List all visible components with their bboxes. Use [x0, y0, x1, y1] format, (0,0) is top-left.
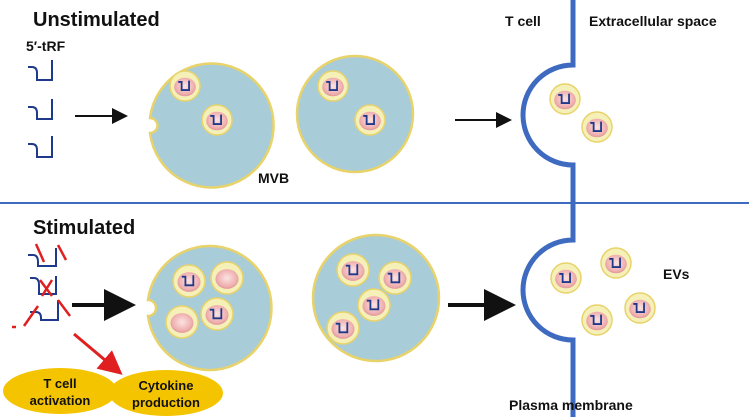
trf-cargo-icon: [209, 308, 223, 320]
effect-arrow: [73, 332, 123, 375]
trf-cargo-icon: [387, 272, 401, 284]
vesicle: [581, 111, 613, 143]
cytokine-oval: [109, 370, 223, 416]
trf-cuts: [12, 243, 71, 329]
vesicle: [169, 70, 201, 102]
vesicles: [165, 70, 656, 345]
trf-cargo-icon: [326, 80, 338, 91]
trf-cargo-icon: [181, 275, 195, 287]
stimulated-title: Stimulated: [33, 217, 135, 239]
trf-cargo-icon: [178, 80, 190, 91]
cytokine-line1: Cytokine: [139, 378, 194, 393]
mvb-top-2: [295, 54, 415, 174]
vesicle: [378, 261, 412, 295]
vesicle: [357, 288, 391, 322]
trf-label: 5′-tRF: [26, 38, 66, 54]
vesicle: [172, 264, 206, 298]
trf-cargo-icon: [559, 272, 571, 283]
trf-cargo-icon: [609, 257, 621, 268]
vesicle: [165, 305, 199, 339]
trf-cargo-icon: [363, 114, 375, 125]
vesicle: [624, 292, 656, 324]
vesicle: [581, 304, 613, 336]
mvb-label: MVB: [258, 170, 289, 186]
trf-cargo-icon: [558, 93, 570, 104]
plasma-membrane-line: [520, 0, 576, 417]
vesicle: [317, 70, 349, 102]
t-cell-label: T cell: [505, 13, 541, 29]
vesicle: [336, 253, 370, 287]
trf-cargo-icon: [210, 114, 222, 125]
trf-glyphs-bottom: [28, 248, 59, 321]
trf-cargo-icon: [345, 264, 359, 276]
trf-glyphs-top: [28, 60, 53, 158]
vesicle: [210, 261, 244, 295]
vesicle: [550, 262, 582, 294]
trf-cargo-icon: [633, 302, 645, 313]
activation-line1: T cell: [43, 376, 76, 391]
trf-cargo-icon: [335, 322, 349, 334]
trf-cargo-icon: [590, 121, 602, 132]
vesicle: [326, 311, 360, 345]
vesicle: [549, 83, 581, 115]
cytokine-line2: production: [132, 395, 200, 410]
vesicle: [201, 104, 233, 136]
trf-cargo-icon: [590, 314, 602, 325]
extracellular-label: Extracellular space: [589, 13, 717, 29]
vesicle: [600, 247, 632, 279]
activation-oval: [3, 368, 117, 414]
evs-label: EVs: [663, 266, 690, 282]
activation-line2: activation: [30, 393, 91, 408]
vesicle: [354, 104, 386, 136]
trf-cargo-icon: [366, 299, 380, 311]
vesicle: [200, 297, 234, 331]
unstimulated-title: Unstimulated: [33, 9, 160, 31]
plasma-membrane-label: Plasma membrane: [509, 397, 633, 413]
